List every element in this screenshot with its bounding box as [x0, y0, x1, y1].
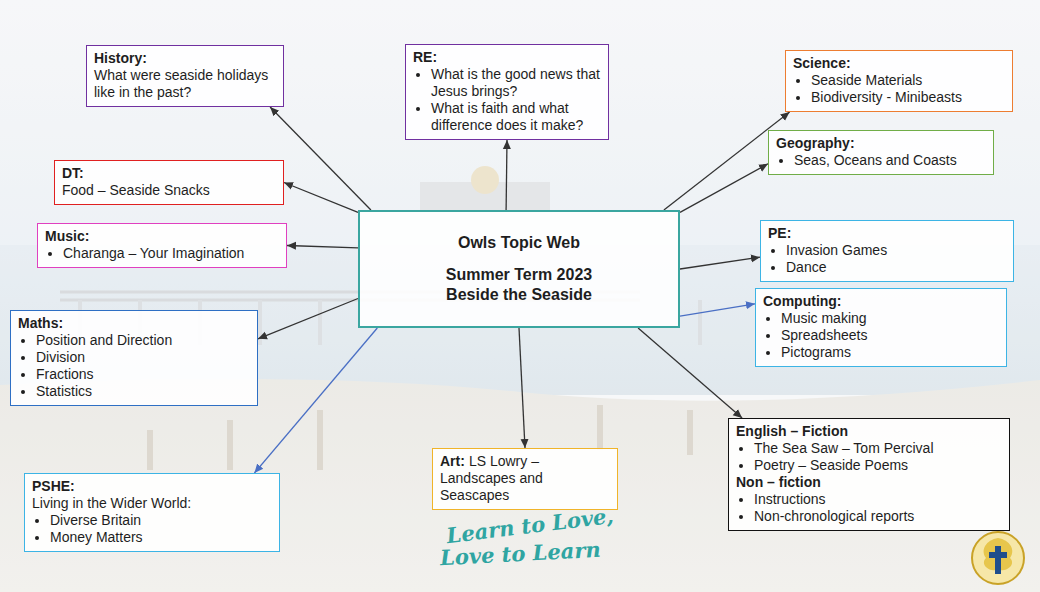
dt-box: DT:Food – Seaside Snacks	[54, 160, 284, 205]
computing-box: Computing:Music makingSpreadsheetsPictog…	[755, 288, 1007, 367]
bullet-item: Fractions	[36, 366, 250, 383]
bullet-item: What is faith and what difference does i…	[431, 100, 601, 134]
bullet-list: Diverse BritainMoney Matters	[32, 512, 272, 546]
topic-text: What were seaside holidays like in the p…	[94, 67, 276, 101]
subject-heading: Art:	[440, 453, 465, 469]
subject-heading: Non – fiction	[736, 474, 1002, 491]
bullet-item: Diverse Britain	[50, 512, 272, 529]
subject-heading: Geography:	[776, 135, 986, 152]
arrow-connector	[287, 246, 358, 248]
bullet-list: Invasion GamesDance	[768, 242, 1006, 276]
bullet-list: What is the good news that Jesus brings?…	[413, 66, 601, 134]
bullet-item: Dance	[786, 259, 1006, 276]
bullet-list: Seaside MaterialsBiodiversity - Minibeas…	[793, 72, 1005, 106]
bullet-item: Seaside Materials	[811, 72, 1005, 89]
school-logo	[970, 530, 1026, 586]
re-box: RE:What is the good news that Jesus brin…	[405, 44, 609, 140]
bullet-item: Division	[36, 349, 250, 366]
arrow-connector	[680, 304, 755, 316]
topic-title: Owls Topic Web	[458, 233, 580, 253]
bullet-item: Instructions	[754, 491, 1002, 508]
english-box: English – FictionThe Sea Saw – Tom Perci…	[728, 418, 1010, 531]
subject-heading: Computing:	[763, 293, 999, 310]
subject-heading: PE:	[768, 225, 1006, 242]
history-box: History:What were seaside holidays like …	[86, 45, 284, 107]
topic-text: Food – Seaside Snacks	[62, 182, 276, 199]
arrow-connector	[519, 328, 525, 448]
subject-heading: Science:	[793, 55, 1005, 72]
bullet-list: InstructionsNon-chronological reports	[736, 491, 1002, 525]
bullet-item: Non-chronological reports	[754, 508, 1002, 525]
arrow-connector	[270, 107, 371, 210]
subject-heading: PSHE:	[32, 478, 272, 495]
geography-box: Geography:Seas, Oceans and Coasts	[768, 130, 994, 175]
music-box: Music:Charanga – Your Imagination	[37, 223, 287, 268]
pshe-box: PSHE:Living in the Wider World:Diverse B…	[24, 473, 280, 552]
arrow-connector	[284, 183, 358, 213]
subject-heading: History:	[94, 50, 276, 67]
subject-heading: DT:	[62, 165, 276, 182]
arrow-connector	[505, 140, 507, 210]
bullet-item: Position and Direction	[36, 332, 250, 349]
bullet-list: Position and DirectionDivisionFractionsS…	[18, 332, 250, 400]
bullet-item: Charanga – Your Imagination	[63, 245, 279, 262]
subject-heading: Maths:	[18, 315, 250, 332]
arrow-connector	[680, 164, 768, 213]
pe-box: PE:Invasion GamesDance	[760, 220, 1014, 282]
bullet-list: Seas, Oceans and Coasts	[776, 152, 986, 169]
bullet-list: Music makingSpreadsheetsPictograms	[763, 310, 999, 361]
arrow-connector	[254, 328, 377, 473]
arrow-connector	[680, 257, 760, 269]
topic-title: Summer Term 2023 Beside the Seaside	[424, 265, 614, 305]
bullet-item: Poetry – Seaside Poems	[754, 457, 1002, 474]
bullet-item: Statistics	[36, 383, 250, 400]
bullet-item: The Sea Saw – Tom Percival	[754, 440, 1002, 457]
bullet-item: Money Matters	[50, 529, 272, 546]
subject-heading: Music:	[45, 228, 279, 245]
maths-box: Maths:Position and DirectionDivisionFrac…	[10, 310, 258, 406]
subject-heading: RE:	[413, 49, 601, 66]
subject-heading: English – Fiction	[736, 423, 1002, 440]
science-box: Science:Seaside MaterialsBiodiversity - …	[785, 50, 1013, 112]
bullet-item: Pictograms	[781, 344, 999, 361]
topic-text: Living in the Wider World:	[32, 495, 272, 512]
arrow-connector	[258, 299, 358, 339]
center-topic-box: Owls Topic WebSummer Term 2023 Beside th…	[358, 210, 680, 328]
bullet-item: Music making	[781, 310, 999, 327]
bullet-list: The Sea Saw – Tom PercivalPoetry – Seasi…	[736, 440, 1002, 474]
bullet-item: Invasion Games	[786, 242, 1006, 259]
bullet-item: Spreadsheets	[781, 327, 999, 344]
bullet-item: Seas, Oceans and Coasts	[794, 152, 986, 169]
bullet-item: Biodiversity - Minibeasts	[811, 89, 1005, 106]
arrow-connector	[638, 328, 742, 418]
bullet-list: Charanga – Your Imagination	[45, 245, 279, 262]
art-box: Art:LS Lowry – Landscapes and Seascapes	[432, 448, 618, 510]
bullet-item: What is the good news that Jesus brings?	[431, 66, 601, 100]
